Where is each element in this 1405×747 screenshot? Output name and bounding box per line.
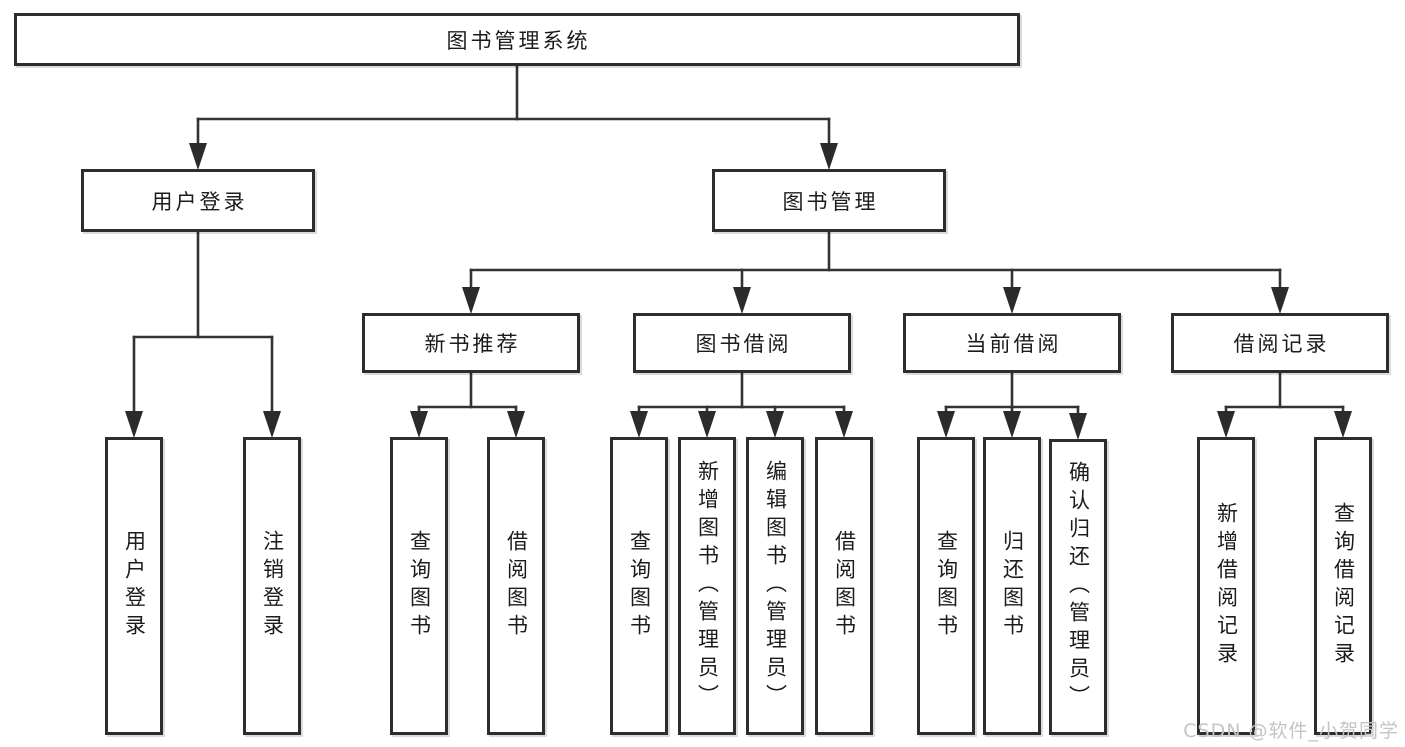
arrowhead-icon bbox=[820, 143, 838, 170]
arrowhead-icon bbox=[1217, 411, 1235, 438]
node-label-new-books: 新书推荐 bbox=[424, 332, 521, 356]
arrowhead-icon bbox=[125, 411, 143, 438]
node-label-leaf-bb-edit: 编辑图书（管理员） bbox=[763, 460, 788, 712]
arrowhead-icon bbox=[733, 287, 751, 314]
node-leaf-bb-add: 新增图书（管理员） bbox=[678, 437, 736, 735]
node-leaf-cb-query: 查询图书 bbox=[917, 437, 975, 735]
node-label-user-login: 用户登录 bbox=[151, 189, 248, 214]
arrowhead-icon bbox=[766, 411, 784, 438]
node-label-book-mgmt: 图书管理 bbox=[782, 189, 879, 214]
node-label-leaf-br-query: 查询借阅记录 bbox=[1331, 502, 1356, 670]
arrowhead-icon bbox=[1003, 411, 1021, 438]
arrowhead-icon bbox=[410, 411, 428, 438]
node-leaf-logout: 注销登录 bbox=[243, 437, 301, 735]
arrowhead-icon bbox=[263, 411, 281, 438]
node-label-leaf-bb-add: 新增图书（管理员） bbox=[695, 460, 720, 712]
node-label-leaf-nb-query: 查询图书 bbox=[407, 530, 432, 642]
arrowhead-icon bbox=[507, 411, 525, 438]
node-leaf-cb-return: 归还图书 bbox=[983, 437, 1041, 735]
node-label-leaf-user-login: 用户登录 bbox=[122, 530, 147, 642]
node-label-leaf-bb-query: 查询图书 bbox=[627, 530, 652, 642]
node-label-leaf-nb-borrow: 借阅图书 bbox=[504, 530, 529, 642]
node-leaf-nb-query: 查询图书 bbox=[390, 437, 448, 735]
arrowhead-icon bbox=[937, 411, 955, 438]
node-user-login: 用户登录 bbox=[81, 169, 315, 232]
node-label-leaf-cb-query: 查询图书 bbox=[934, 530, 959, 642]
arrowhead-icon bbox=[189, 143, 207, 170]
node-label-borrow-records: 借阅记录 bbox=[1233, 332, 1330, 356]
node-label-leaf-cb-return: 归还图书 bbox=[1000, 530, 1025, 642]
node-leaf-br-add: 新增借阅记录 bbox=[1197, 437, 1255, 735]
node-leaf-user-login: 用户登录 bbox=[105, 437, 163, 735]
arrowhead-icon bbox=[1334, 411, 1352, 438]
arrowhead-icon bbox=[630, 411, 648, 438]
node-label-leaf-br-add: 新增借阅记录 bbox=[1214, 502, 1239, 670]
arrowhead-icon bbox=[698, 411, 716, 438]
arrowhead-icon bbox=[1003, 287, 1021, 314]
node-leaf-br-query: 查询借阅记录 bbox=[1314, 437, 1372, 735]
node-current-borrow: 当前借阅 bbox=[903, 313, 1121, 373]
arrowhead-icon bbox=[835, 411, 853, 438]
node-book-mgmt: 图书管理 bbox=[712, 169, 946, 232]
node-label-book-borrow: 图书借阅 bbox=[695, 332, 792, 356]
node-new-books: 新书推荐 bbox=[362, 313, 580, 373]
node-label-current-borrow: 当前借阅 bbox=[965, 332, 1062, 356]
watermark: CSDN @软件_小贺同学 bbox=[1183, 720, 1399, 742]
node-book-borrow: 图书借阅 bbox=[633, 313, 851, 373]
node-leaf-bb-edit: 编辑图书（管理员） bbox=[746, 437, 804, 735]
arrowhead-icon bbox=[1069, 413, 1087, 440]
node-label-leaf-logout: 注销登录 bbox=[260, 530, 285, 642]
node-label-root: 图书管理系统 bbox=[446, 28, 591, 53]
node-label-leaf-bb-borrow: 借阅图书 bbox=[832, 530, 857, 642]
node-leaf-bb-borrow: 借阅图书 bbox=[815, 437, 873, 735]
node-leaf-cb-confirm: 确认归还（管理员） bbox=[1049, 439, 1107, 735]
node-borrow-records: 借阅记录 bbox=[1171, 313, 1389, 373]
node-leaf-bb-query: 查询图书 bbox=[610, 437, 668, 735]
node-leaf-nb-borrow: 借阅图书 bbox=[487, 437, 545, 735]
arrowhead-icon bbox=[462, 287, 480, 314]
node-label-leaf-cb-confirm: 确认归还（管理员） bbox=[1066, 461, 1091, 713]
arrowhead-icon bbox=[1271, 287, 1289, 314]
node-root: 图书管理系统 bbox=[14, 13, 1020, 66]
